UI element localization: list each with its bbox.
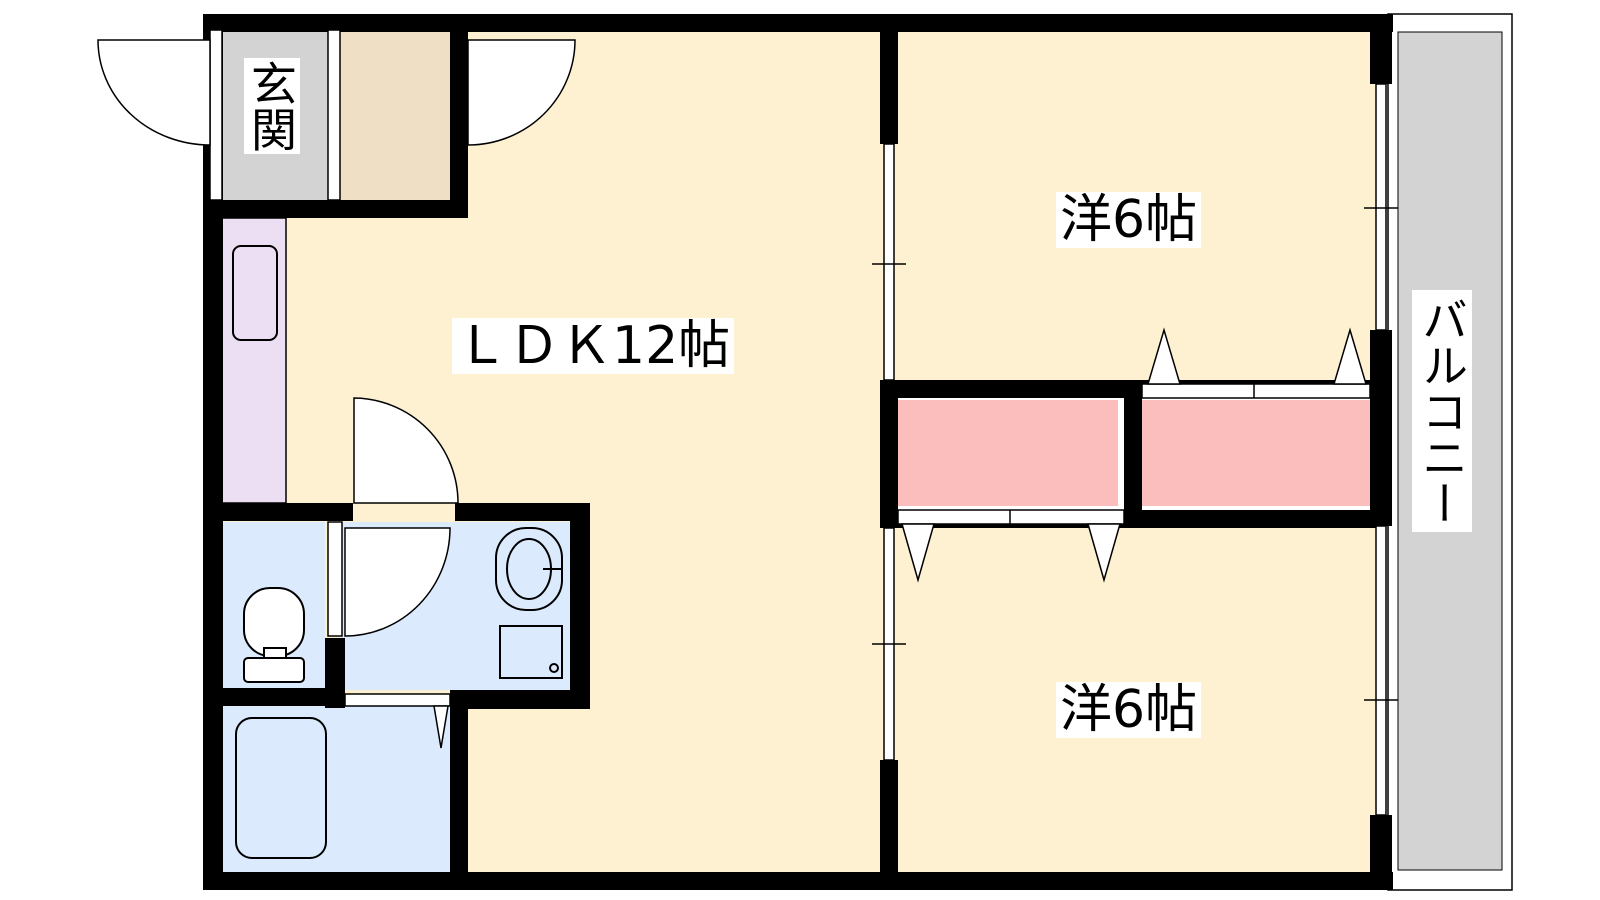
- balcony-label: バルコニー: [1412, 290, 1472, 532]
- western-room-2-label: 洋6帖: [1056, 682, 1202, 738]
- washbasin-fixture: [495, 527, 563, 611]
- window-ticks: [872, 207, 1398, 701]
- closet-door-markers: [433, 327, 1368, 749]
- closet-left: [888, 400, 1118, 506]
- closet-right: [1140, 400, 1370, 506]
- entrance-label: 玄関: [244, 58, 300, 154]
- western-room-1-label: 洋6帖: [1056, 192, 1202, 248]
- walls: [203, 14, 1393, 890]
- ldk-label: ＬＤＫ12帖: [452, 318, 735, 374]
- washing-machine-fixture: [499, 625, 563, 679]
- entrance-step: [340, 30, 450, 200]
- bathtub-fixture: [235, 717, 327, 859]
- kitchen-sink: [232, 245, 278, 341]
- doors: [97, 39, 576, 637]
- toilet-fixture: [243, 587, 305, 683]
- bathroom-floor: [222, 700, 450, 872]
